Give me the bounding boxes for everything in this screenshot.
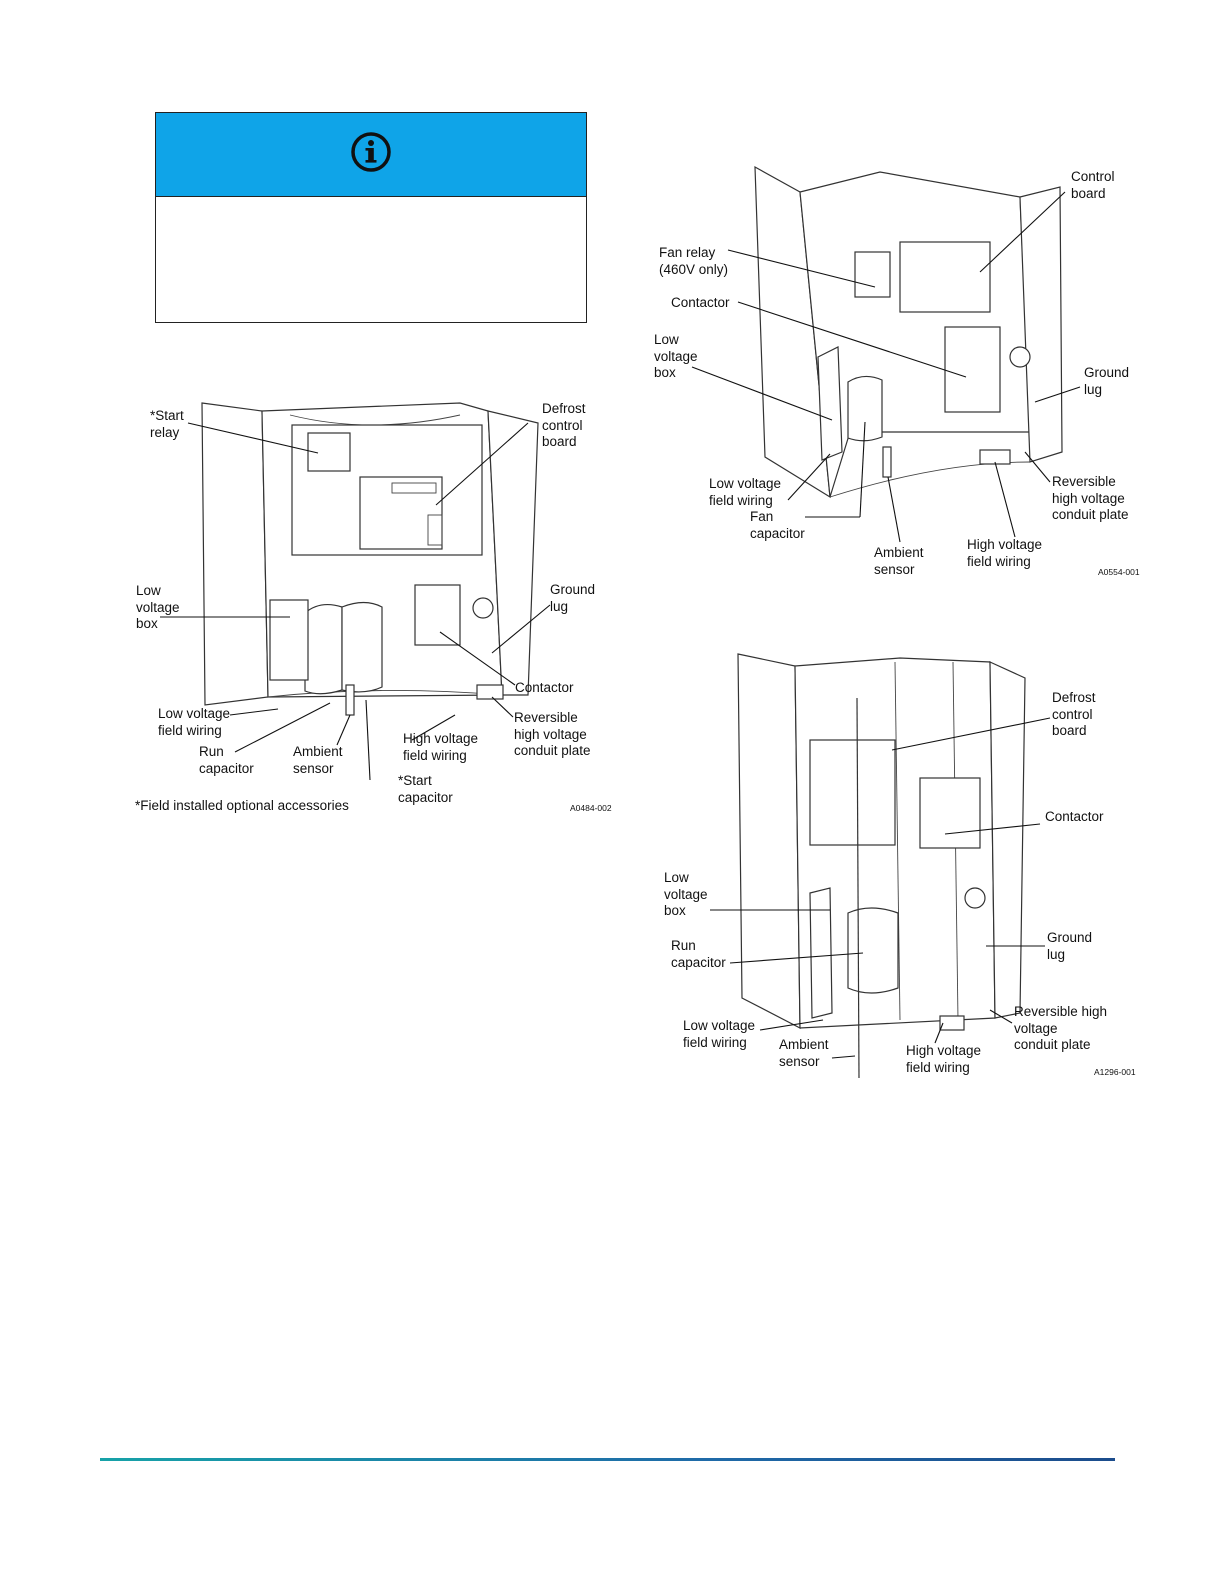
fan-capacitor <box>847 375 883 442</box>
right-side-panel <box>487 410 539 696</box>
label-ground-lug: Ground lug <box>1047 930 1093 962</box>
label-high-voltage-field-wiring: High voltage field wiring <box>906 1043 982 1075</box>
label-run-capacitor: Run capacitor <box>199 744 254 776</box>
label-ambient-sensor: Ambient sensor <box>293 744 343 776</box>
label-high-voltage-field-wiring: High voltage field wiring <box>403 731 479 763</box>
figure-code: A0484-002 <box>570 803 612 813</box>
label-low-voltage-box: Low voltage box <box>136 583 180 631</box>
label-reversible-high-voltage-conduit-plate: Reversible high voltage conduit plate <box>1014 1004 1108 1052</box>
label-ambient-sensor: Ambient sensor <box>779 1037 829 1069</box>
low-voltage-box <box>817 346 843 461</box>
label-ground-lug: Ground lug <box>550 582 596 614</box>
label-ambient-sensor: Ambient sensor <box>874 545 924 577</box>
ambient-sensor-lead <box>856 697 860 1079</box>
contactor <box>919 777 981 849</box>
label-contactor: Contactor <box>515 680 574 695</box>
figure-1-drawing <box>160 402 551 781</box>
fan-relay <box>854 251 891 298</box>
right-side-panel <box>1019 186 1063 463</box>
note-header <box>156 113 586 197</box>
label-low-voltage-box: Low voltage box <box>654 332 698 380</box>
label-high-voltage-field-wiring: High voltage field wiring <box>967 537 1043 569</box>
label-reversible-high-voltage-conduit-plate: Reversible high voltage conduit plate <box>1052 474 1129 522</box>
defrost-control-board <box>809 739 896 846</box>
low-voltage-box <box>809 887 833 1019</box>
figure-unit-control-box-3: Defrost control board Contactor Low volt… <box>660 648 1150 1083</box>
label-run-capacitor: Run capacitor <box>671 938 726 970</box>
label-start-relay: *Start relay <box>150 408 184 440</box>
figure-code: A0554-001 <box>1098 567 1140 577</box>
label-low-voltage-field-wiring: Low voltage field wiring <box>683 1018 756 1050</box>
figure-3-drawing <box>710 653 1051 1079</box>
right-side-panel <box>989 661 1026 1019</box>
label-start-capacitor: *Start capacitor <box>398 773 453 805</box>
label-low-voltage-box: Low voltage box <box>664 870 708 918</box>
label-low-voltage-field-wiring: Low voltage field wiring <box>709 476 782 508</box>
figure-unit-control-box-1: *Start relay Defrost control board Low v… <box>130 395 620 825</box>
label-contactor: Contactor <box>1045 809 1104 824</box>
label-defrost-control-board: Defrost control board <box>542 401 586 449</box>
label-ground-lug: Ground lug <box>1084 365 1130 397</box>
info-icon <box>350 131 392 178</box>
figure-code: A1296-001 <box>1094 1067 1136 1077</box>
label-fan-capacitor: Fan capacitor <box>750 509 805 541</box>
note-box <box>155 112 587 323</box>
label-contactor: Contactor <box>671 295 730 310</box>
figure-2-drawing <box>691 165 1081 543</box>
contactor <box>944 326 1001 413</box>
label-control-board: Control board <box>1071 169 1115 201</box>
knockout <box>472 597 494 619</box>
label-reversible-high-voltage-conduit-plate: Reversible high voltage conduit plate <box>514 710 591 758</box>
footer-rule <box>100 1458 1115 1461</box>
knockout <box>1009 346 1031 368</box>
label-fan-relay: Fan relay (460V only) <box>659 245 729 277</box>
run-capacitor <box>847 907 899 994</box>
control-board <box>899 241 991 313</box>
conduit-plate <box>939 1015 965 1031</box>
footnote-field-installed: *Field installed optional accessories <box>135 798 349 813</box>
ambient-sensor-part <box>882 446 892 478</box>
low-voltage-box <box>269 599 309 681</box>
label-defrost-control-board: Defrost control board <box>1052 690 1096 738</box>
figure-unit-control-box-2: Control board Fan relay (460V only) Cont… <box>650 162 1150 582</box>
conduit-plate <box>476 684 504 700</box>
knockout <box>964 887 986 909</box>
label-low-voltage-field-wiring: Low voltage field wiring <box>158 706 231 738</box>
contactor <box>414 584 461 646</box>
